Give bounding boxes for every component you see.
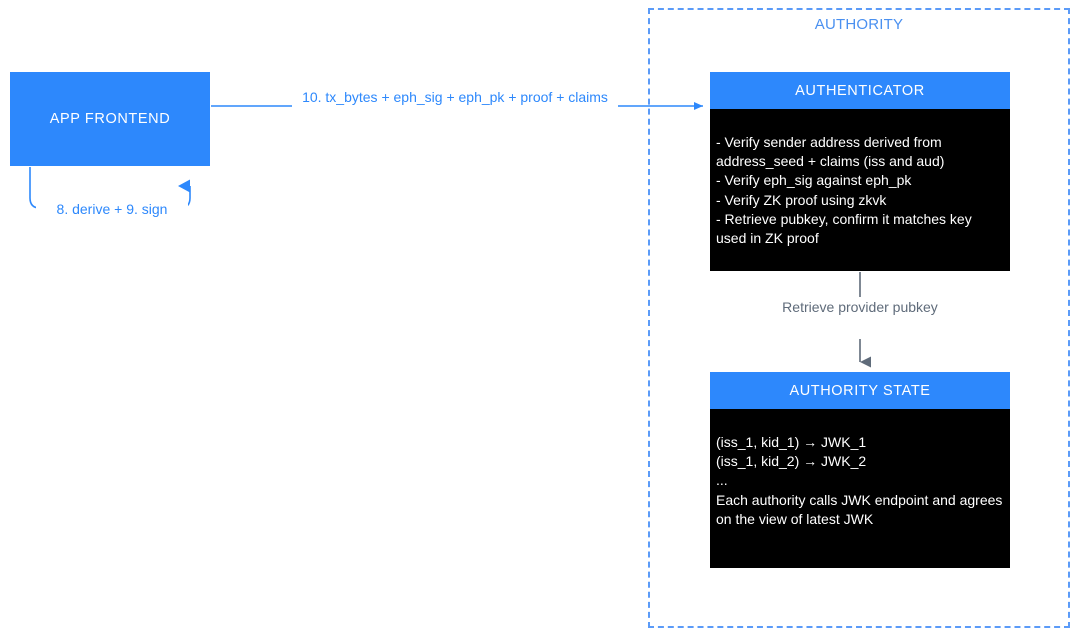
- node-authenticator[interactable]: AUTHENTICATOR - Verify sender address de…: [710, 72, 1010, 271]
- app-frontend-title: APP FRONTEND: [49, 111, 171, 127]
- edge-label-derive-sign: 8. derive + 9. sign: [36, 200, 188, 219]
- authenticator-body: - Verify sender address derived from add…: [716, 134, 972, 247]
- node-authority-state[interactable]: AUTHORITY STATE (iss_1, kid_1) → JWK_1 (…: [710, 372, 1010, 568]
- authority-state-title: AUTHORITY STATE: [710, 372, 1010, 409]
- authority-state-body: (iss_1, kid_1) → JWK_1 (iss_1, kid_2) → …: [716, 434, 1003, 527]
- authority-zone-title: AUTHORITY: [814, 16, 904, 33]
- edge-label-tx-payload: 10. tx_bytes + eph_sig + eph_pk + proof …: [292, 88, 618, 107]
- authenticator-title: AUTHENTICATOR: [710, 72, 1010, 109]
- authority-zone-boundary: [648, 8, 1070, 628]
- edge-label-retrieve-provider-pubkey: Retrieve provider pubkey: [780, 298, 940, 317]
- node-app-frontend[interactable]: APP FRONTEND: [10, 72, 210, 166]
